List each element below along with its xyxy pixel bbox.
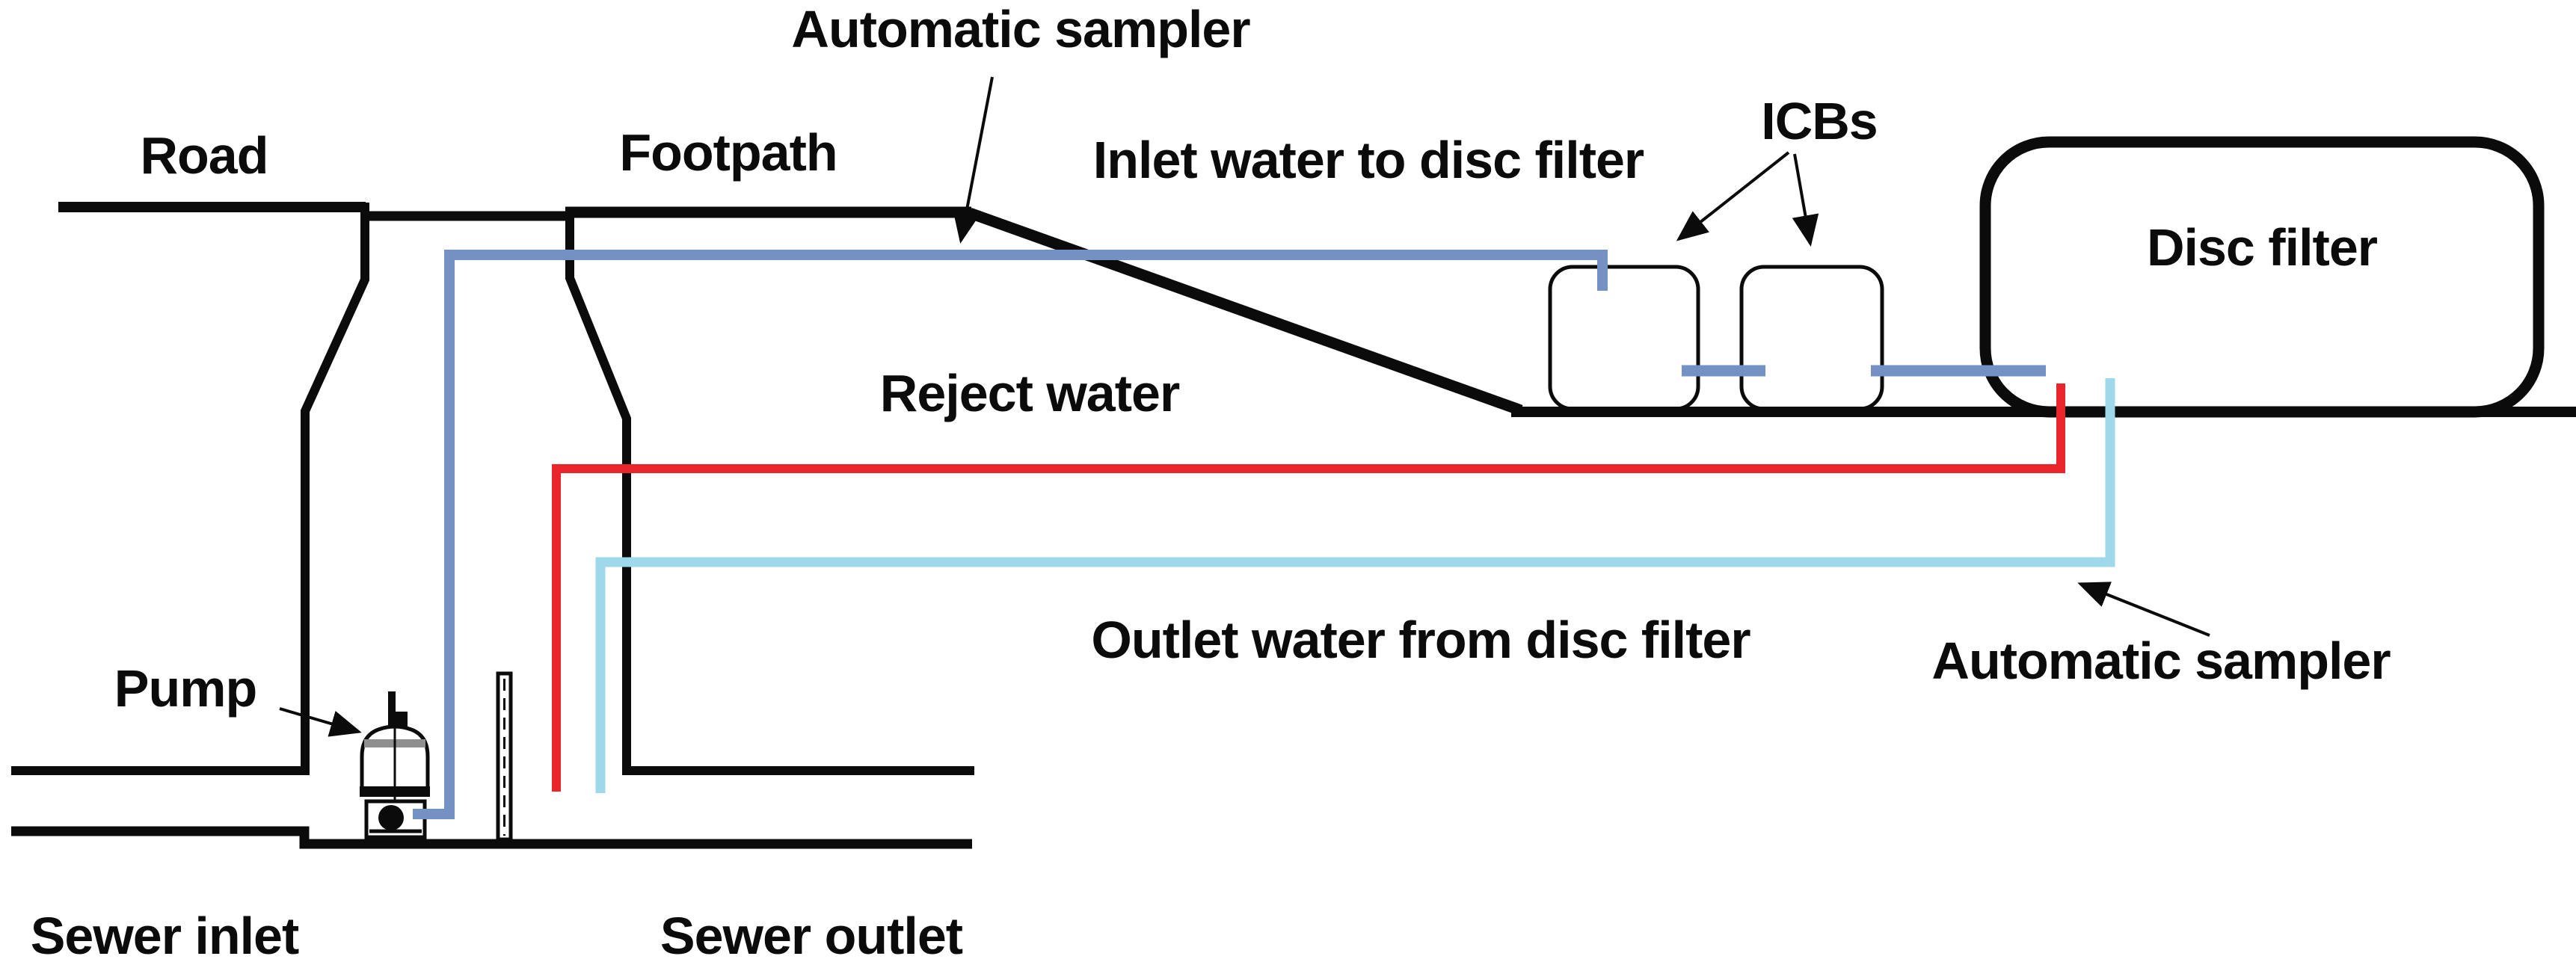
automatic-sampler-arrow-top bbox=[953, 76, 994, 244]
inlet-water-label: Inlet water to disc filter bbox=[1093, 131, 1644, 189]
reject-water-label: Reject water bbox=[880, 364, 1180, 422]
automatic-sampler-arrow-bottom bbox=[2077, 582, 2210, 637]
slope-line bbox=[968, 207, 1523, 416]
level-staff bbox=[496, 671, 513, 842]
disc-filter-label: Disc filter bbox=[2147, 218, 2378, 277]
sewer-bottom-line bbox=[11, 826, 972, 849]
icbs-arrow-left bbox=[1676, 151, 1790, 241]
sewer-inlet-label: Sewer inlet bbox=[31, 907, 299, 965]
road-label: Road bbox=[141, 126, 268, 185]
pump-volute bbox=[378, 805, 404, 830]
pump-label: Pump bbox=[114, 659, 256, 718]
pump-illustration bbox=[360, 691, 430, 839]
inlet-pipe bbox=[413, 250, 1608, 819]
chamber-left-wall-and-inlet-top bbox=[11, 203, 369, 775]
icb-tank-2 bbox=[1739, 265, 1884, 411]
outlet-water-label: Outlet water from disc filter bbox=[1091, 611, 1750, 669]
footpath-label: Footpath bbox=[619, 123, 837, 182]
outlet-pipe bbox=[595, 378, 2115, 793]
icbs-label: ICBs bbox=[1761, 92, 1877, 150]
chamber-right-wall-and-outlet-top bbox=[565, 212, 974, 775]
pump-arrow bbox=[279, 707, 362, 737]
disc-filter-box bbox=[1979, 136, 2545, 418]
reject-pipe bbox=[552, 383, 2065, 792]
automatic-sampler-top-label: Automatic sampler bbox=[791, 0, 1250, 58]
icbs-arrow-right bbox=[1792, 153, 1819, 247]
pump-band-upper bbox=[360, 786, 430, 797]
icb-tank-1 bbox=[1548, 265, 1700, 411]
sewer-outlet-label: Sewer outlet bbox=[660, 907, 963, 965]
automatic-sampler-bottom-label: Automatic sampler bbox=[1931, 632, 2391, 690]
